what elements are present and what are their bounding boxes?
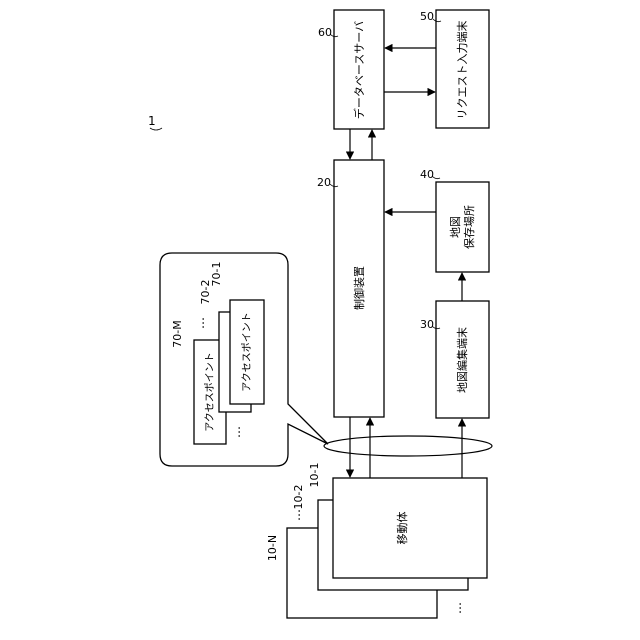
map-editor-ref: 30 — [420, 318, 434, 331]
controller-label: 制御装置 — [352, 266, 366, 310]
access-point-box-1: アクセスポイント — [230, 300, 264, 404]
access-point-ellipsis-bottom: … — [229, 426, 243, 438]
access-point-label-m: アクセスポイント — [204, 352, 216, 432]
mobile-body-ref-2: 10-2 — [292, 485, 305, 510]
system-ref-leader — [150, 128, 162, 130]
access-point-ref-m: 70-M — [171, 320, 184, 347]
mobile-body-ellipsis-left: … — [289, 509, 303, 521]
mobile-body-box-1: 移動体 — [333, 478, 487, 578]
access-point-ellipsis-top: … — [193, 317, 207, 329]
mobile-body-ellipsis-bottom: … — [450, 602, 464, 614]
mobile-body-ref-1: 10-1 — [308, 463, 321, 488]
map-storage-box: 地図 保存場所 — [436, 182, 489, 272]
database-server-ref: 60 — [318, 26, 332, 39]
database-server-box: データベースサーバ — [334, 10, 384, 129]
map-editor-box: 地図編集端末 — [436, 301, 489, 418]
access-point-label-1: アクセスポイント — [241, 312, 253, 392]
database-server-label: データベースサーバ — [352, 21, 366, 119]
map-storage-ref: 40 — [420, 168, 434, 181]
controller-box: 制御装置 — [334, 160, 384, 417]
request-terminal-box: リクエスト入力端末 — [436, 10, 489, 128]
map-editor-label: 地図編集端末 — [455, 327, 469, 393]
wireless-link-ellipse — [324, 436, 492, 456]
mobile-body-ref-n: 10-N — [266, 535, 279, 561]
map-storage-label-line1: 地図 — [449, 216, 462, 238]
controller-ref: 20 — [317, 176, 331, 189]
access-point-ref-2: 70-2 — [199, 280, 212, 305]
map-storage-label-line2: 保存場所 — [462, 205, 476, 249]
mobile-body-label: 移動体 — [395, 512, 409, 545]
system-ref-label: 1 — [148, 114, 156, 128]
request-terminal-label: リクエスト入力端末 — [455, 21, 469, 120]
request-terminal-ref: 50 — [420, 10, 434, 23]
